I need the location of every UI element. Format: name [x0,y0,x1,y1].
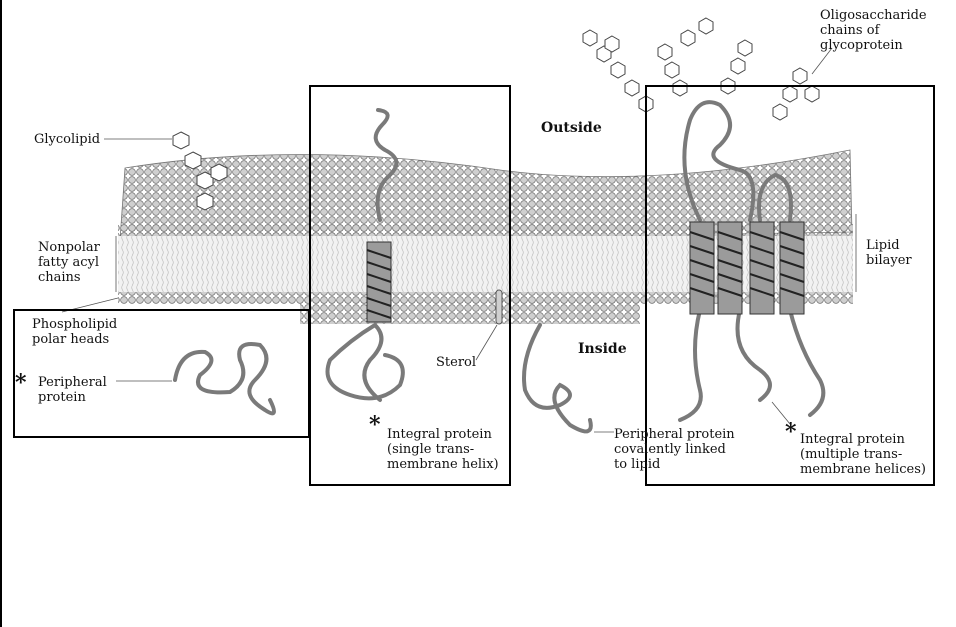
label-integral-multiple: Integral protein (multiple trans- membra… [800,432,926,477]
label-outside: Outside [541,121,602,136]
label-oligosaccharide: Oligosaccharide chains of glycoprotein [820,8,927,53]
asterisk-integral-multiple: * [785,421,797,443]
label-integral-single: Integral protein (single trans- membrane… [387,427,499,472]
asterisk-integral-single: * [369,414,381,436]
label-glycolipid: Glycolipid [34,132,100,147]
label-sterol: Sterol [436,355,476,370]
label-peripheral-protein: Peripheral protein [38,375,107,405]
label-peripheral-lipid: Peripheral protein covalently linked to … [614,427,735,472]
label-inside: Inside [578,342,627,357]
label-phospholipid: Phospholipid polar heads [32,317,117,347]
asterisk-peripheral: * [15,372,27,394]
single-helix-frame [309,85,511,486]
label-lipid-bilayer: Lipid bilayer [866,238,912,268]
label-nonpolar: Nonpolar fatty acyl chains [38,240,100,285]
